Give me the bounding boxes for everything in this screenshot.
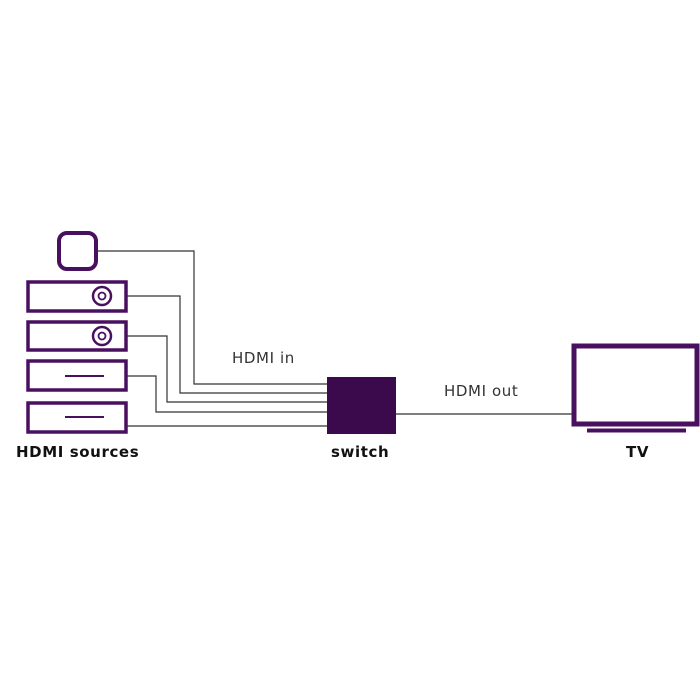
tv-label: TV	[626, 443, 650, 461]
disc-center-icon	[97, 291, 107, 301]
box-body	[26, 359, 128, 392]
rounded-square-icon	[57, 231, 98, 271]
cable-source-1	[96, 250, 327, 385]
hdmi-in-cables	[96, 250, 327, 427]
disc-icon	[91, 285, 113, 307]
cable-source-3	[126, 335, 327, 403]
tv-icon	[571, 343, 700, 433]
source-set-top-box-1	[26, 359, 128, 392]
source-streaming-stick	[57, 231, 98, 271]
hdmi-in-label: HDMI in	[232, 349, 295, 367]
player-body	[26, 320, 128, 352]
source-player-1	[26, 280, 128, 313]
disc-icon	[91, 325, 113, 347]
player-body	[26, 280, 128, 313]
source-set-top-box-2	[26, 401, 128, 434]
cable-source-4	[126, 375, 327, 413]
tv-screen	[571, 343, 700, 427]
box-body	[26, 401, 128, 434]
source-player-2	[26, 320, 128, 352]
hdmi-out-label: HDMI out	[444, 382, 519, 400]
sources-label: HDMI sources	[16, 443, 140, 461]
switch-box	[327, 377, 396, 434]
cable-source-2	[126, 295, 327, 394]
disc-center-icon	[97, 331, 107, 341]
switch-label: switch	[331, 443, 390, 461]
